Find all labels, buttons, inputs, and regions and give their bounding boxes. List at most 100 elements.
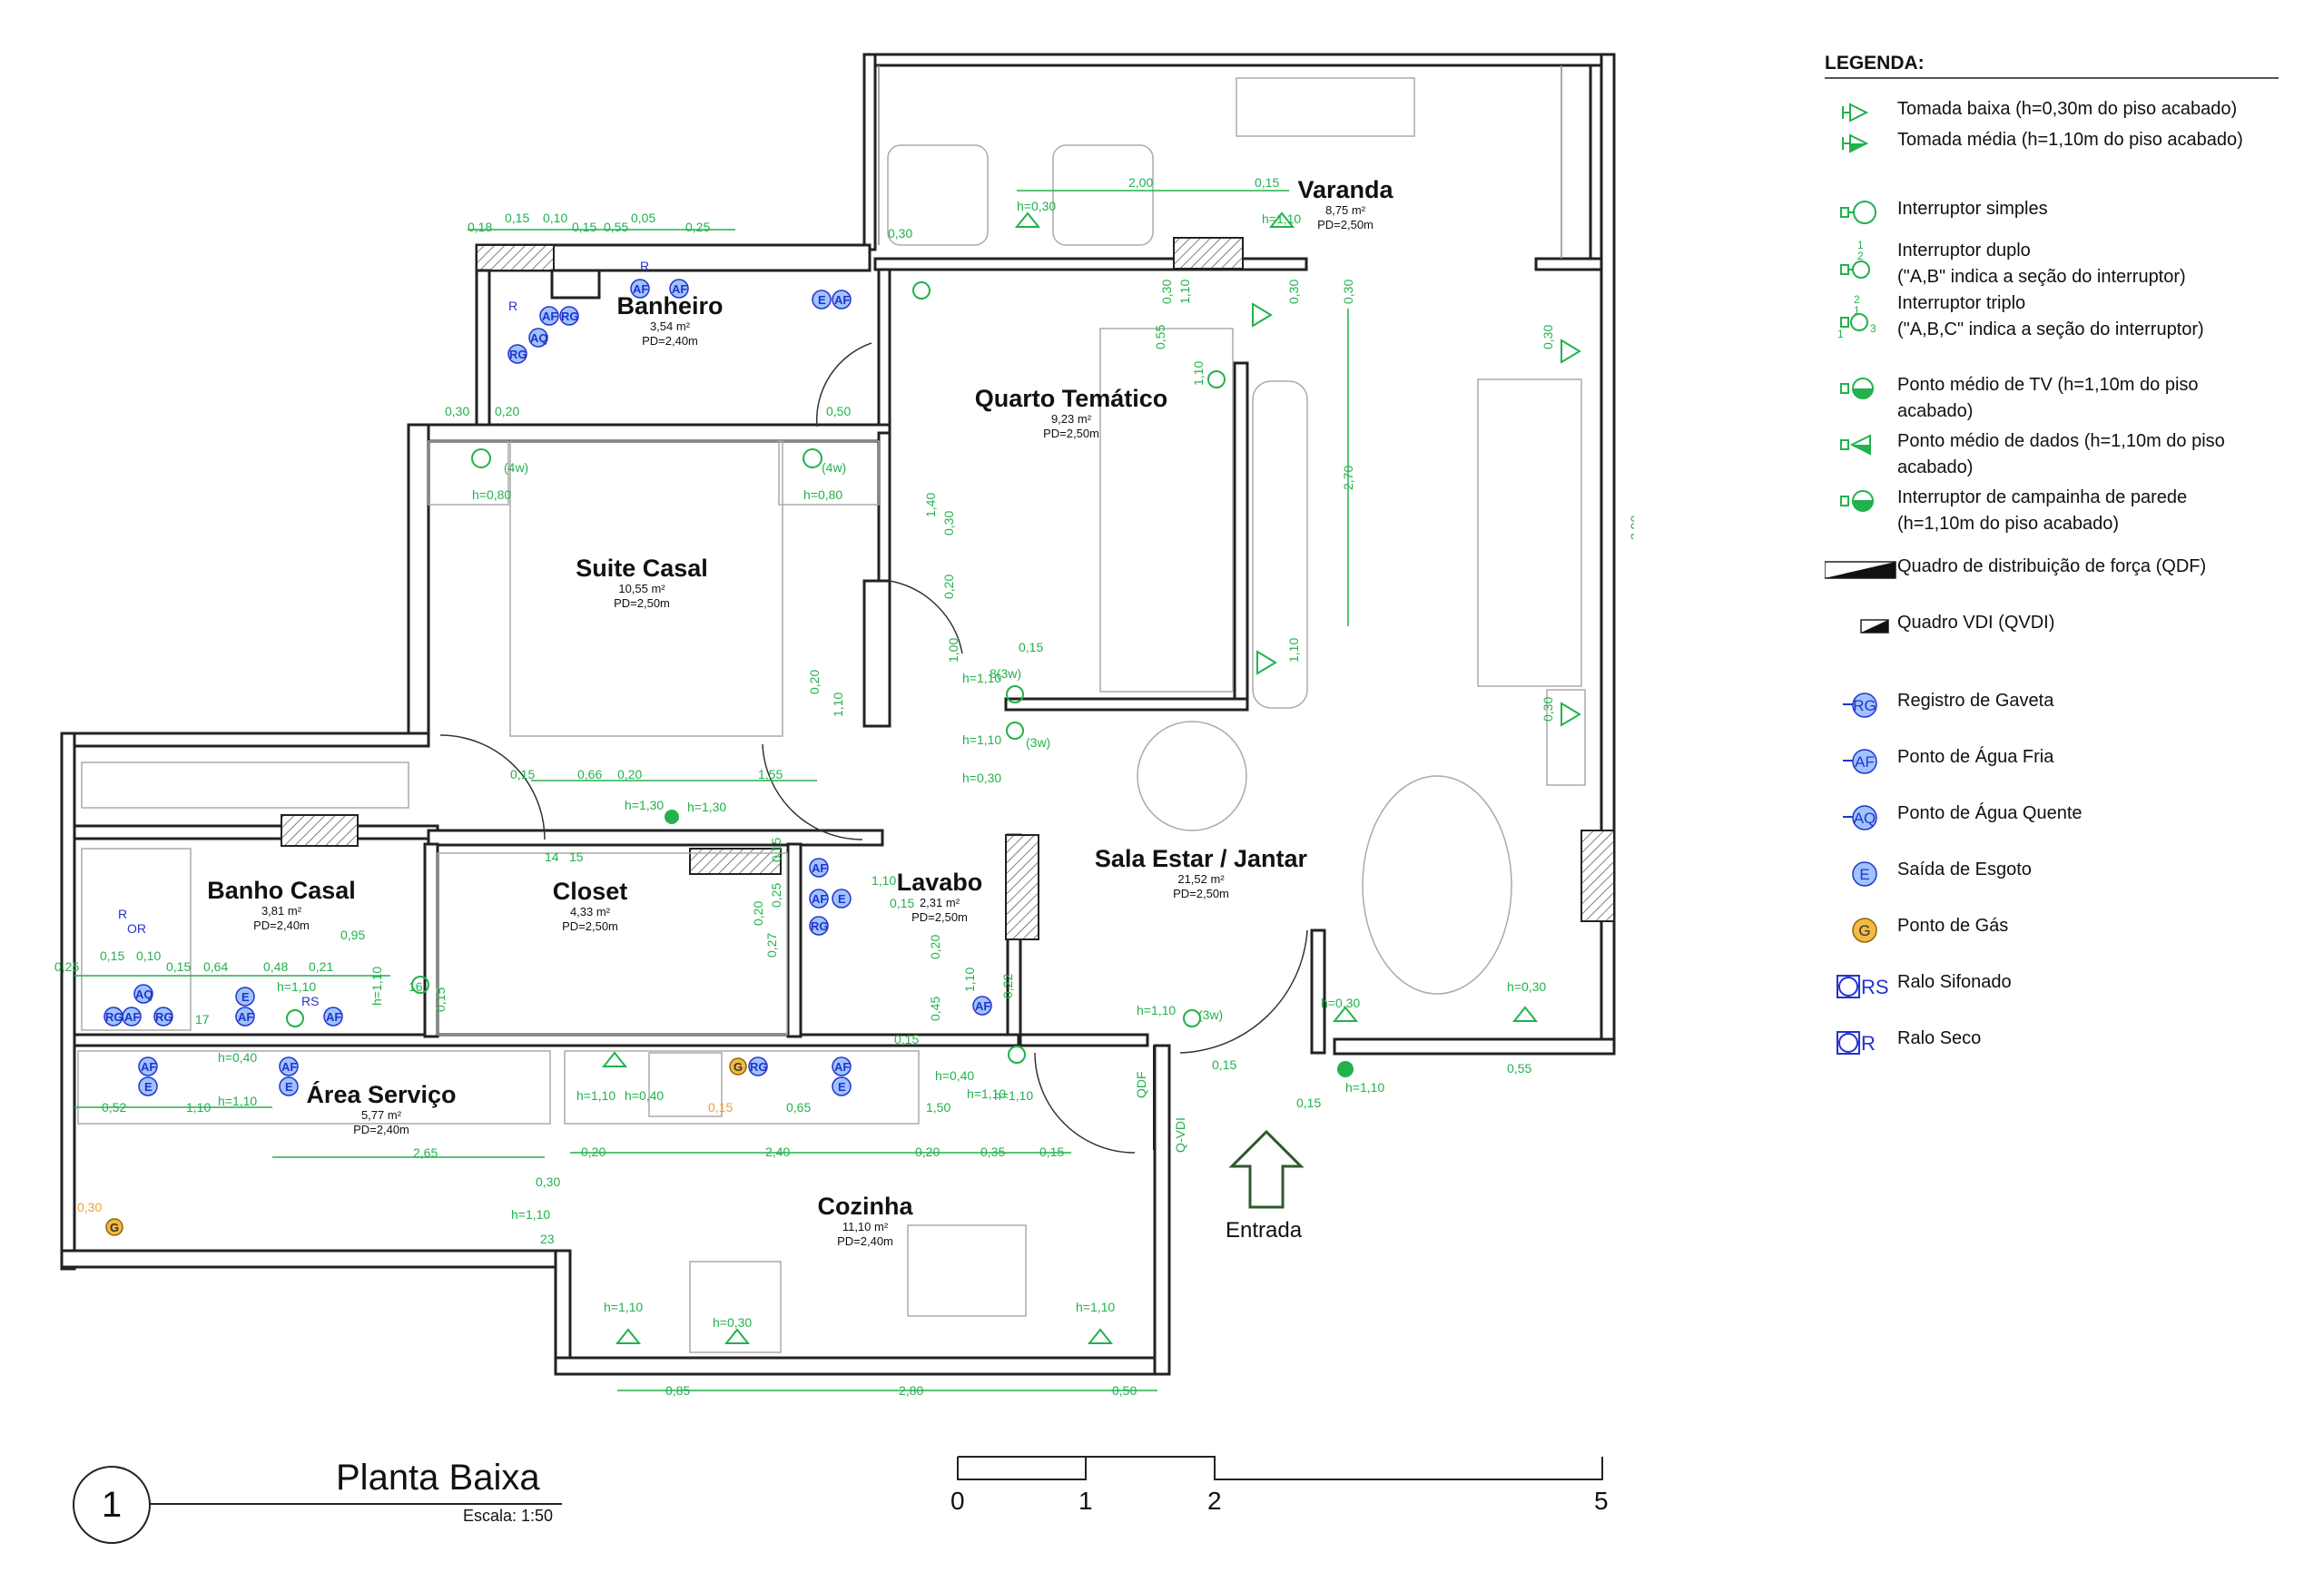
svg-text:23: 23: [540, 1232, 555, 1246]
column-closet: [689, 848, 782, 875]
svg-text:(3w): (3w): [1026, 735, 1050, 750]
agua-fria-icon: AF: [630, 279, 650, 299]
svg-text:AF: AF: [1855, 753, 1875, 771]
svg-text:AF: AF: [812, 861, 827, 875]
registro-gaveta-icon: RG: [507, 344, 527, 364]
agua-fria-icon: AF: [1843, 749, 1877, 774]
wall-quarto-right: [1233, 361, 1249, 710]
svg-text:0,25: 0,25: [54, 959, 79, 974]
svg-text:PD=2,50m: PD=2,50m: [614, 596, 670, 610]
svg-text:AF: AF: [812, 892, 827, 906]
svg-text:3: 3: [1870, 322, 1876, 335]
svg-text:1,10: 1,10: [872, 873, 896, 888]
column-banheiro-top: [476, 244, 555, 271]
door-quarto: [889, 580, 963, 654]
scale-bar: 0 1 2 5: [950, 1452, 1609, 1534]
legend-item-ponto-dados: Ponto médio de dados (h=1,10m do piso ac…: [1825, 428, 2225, 481]
wall-suite-bottom: [427, 829, 884, 847]
svg-text:Lavabo: Lavabo: [897, 869, 983, 896]
svg-text:E: E: [838, 1080, 846, 1094]
svg-text:QDF: QDF: [1134, 1071, 1148, 1098]
ralo-sifonado-icon: RS: [1837, 975, 1889, 998]
svg-text:0,15: 0,15: [505, 211, 529, 225]
interruptor-duplo-icon: 12: [1840, 239, 1870, 279]
svg-text:1,00: 1,00: [946, 638, 960, 663]
legend-item-tomada-media: Tomada média (h=1,10m do piso acabado): [1825, 127, 2243, 160]
door-cozinha: [1034, 1052, 1136, 1154]
column-sala-right: [1581, 830, 1615, 922]
ponto-dados-icon: [1840, 434, 1871, 456]
agua-fria-icon: AF: [809, 858, 829, 878]
svg-text:E: E: [144, 1080, 153, 1094]
svg-text:RG: RG: [561, 309, 579, 323]
svg-text:2,40: 2,40: [765, 1145, 790, 1159]
esgoto-icon: E: [235, 987, 255, 1007]
quarto-chairs: [1252, 380, 1308, 709]
agua-fria-icon: AF: [122, 1007, 142, 1027]
svg-text:0,20: 0,20: [581, 1145, 606, 1159]
svg-text:0,20: 0,20: [915, 1145, 940, 1159]
wall-banheiro-inner: [550, 269, 601, 300]
svg-text:h=1,10: h=1,10: [218, 1094, 257, 1108]
agua-fria-icon: AF: [138, 1056, 158, 1076]
svg-text:h=0,30: h=0,30: [962, 771, 1001, 785]
svg-text:2,00: 2,00: [1128, 175, 1153, 190]
svg-text:(4w): (4w): [822, 460, 846, 475]
svg-text:Sala Estar / Jantar: Sala Estar / Jantar: [1095, 845, 1308, 872]
svg-text:PD=2,50m: PD=2,50m: [1173, 887, 1229, 900]
agua-quente-icon: AQ: [133, 984, 153, 1004]
svg-text:0,15: 0,15: [433, 987, 448, 1012]
svg-text:0,30: 0,30: [1286, 280, 1301, 304]
room-label-banho-casal: Banho Casal 3,81 m² PD=2,40m: [207, 877, 356, 932]
svg-text:1,10: 1,10: [962, 968, 977, 992]
agua-fria-icon: AF: [279, 1056, 299, 1076]
svg-text:0,20: 0,20: [928, 935, 942, 959]
svg-text:h=1,10: h=1,10: [1076, 1300, 1115, 1314]
svg-text:E: E: [1859, 866, 1869, 883]
svg-text:Banho Casal: Banho Casal: [207, 877, 356, 904]
svg-text:11,10 m²: 11,10 m²: [842, 1220, 889, 1233]
agua-fria-icon: AF: [832, 1056, 852, 1076]
svg-text:0,85: 0,85: [665, 1383, 690, 1398]
gas-icon: G: [1852, 918, 1877, 943]
socket-icon: [1252, 302, 1273, 328]
registro-gaveta-icon: RG: [748, 1056, 768, 1076]
wall-area-bottom: [60, 1249, 572, 1269]
svg-text:PD=2,50m: PD=2,50m: [911, 910, 968, 924]
svg-text:0,50: 0,50: [1112, 1383, 1137, 1398]
svg-text:0,66: 0,66: [577, 767, 602, 781]
door-banheiro: [815, 342, 872, 427]
doorbell-icon: [1337, 1061, 1354, 1077]
svg-text:2,31 m²: 2,31 m²: [920, 896, 960, 909]
svg-text:G: G: [1858, 922, 1870, 939]
svg-text:3,81 m²: 3,81 m²: [261, 904, 302, 918]
svg-text:0,20: 0,20: [807, 670, 822, 694]
svg-text:2,90: 2,90: [1628, 516, 1634, 540]
socket-icon: [1014, 211, 1041, 228]
svg-text:RS: RS: [1861, 976, 1889, 998]
wall-banheiro-left: [475, 269, 491, 427]
svg-text:PD=2,50m: PD=2,50m: [1317, 218, 1374, 231]
qdf-icon: [1825, 561, 1896, 579]
svg-text:0,52: 0,52: [102, 1100, 126, 1115]
svg-text:Área Serviço: Área Serviço: [306, 1080, 456, 1108]
svg-text:G: G: [734, 1060, 743, 1074]
svg-text:2,65: 2,65: [413, 1145, 438, 1160]
tv-rack: [1546, 689, 1586, 786]
esgoto-icon: E: [1852, 861, 1877, 887]
round-chair: [1137, 721, 1247, 831]
svg-text:PD=2,40m: PD=2,40m: [837, 1234, 893, 1248]
svg-text:0,48: 0,48: [263, 959, 288, 974]
svg-text:Q-VDI: Q-VDI: [1173, 1117, 1187, 1153]
room-label-area-servico: Área Serviço 5,77 m² PD=2,40m: [306, 1080, 456, 1136]
svg-text:0,15: 0,15: [769, 838, 783, 862]
svg-text:h=1,10: h=1,10: [604, 1300, 643, 1314]
svg-text:1,10: 1,10: [1191, 361, 1206, 386]
svg-text:G: G: [110, 1221, 119, 1234]
svg-text:0,35: 0,35: [980, 1145, 1005, 1159]
svg-text:1: 1: [1854, 304, 1860, 317]
svg-text:h=1,10: h=1,10: [962, 671, 1001, 685]
svg-text:0,15: 0,15: [1255, 175, 1279, 190]
svg-text:0,20: 0,20: [495, 404, 519, 418]
